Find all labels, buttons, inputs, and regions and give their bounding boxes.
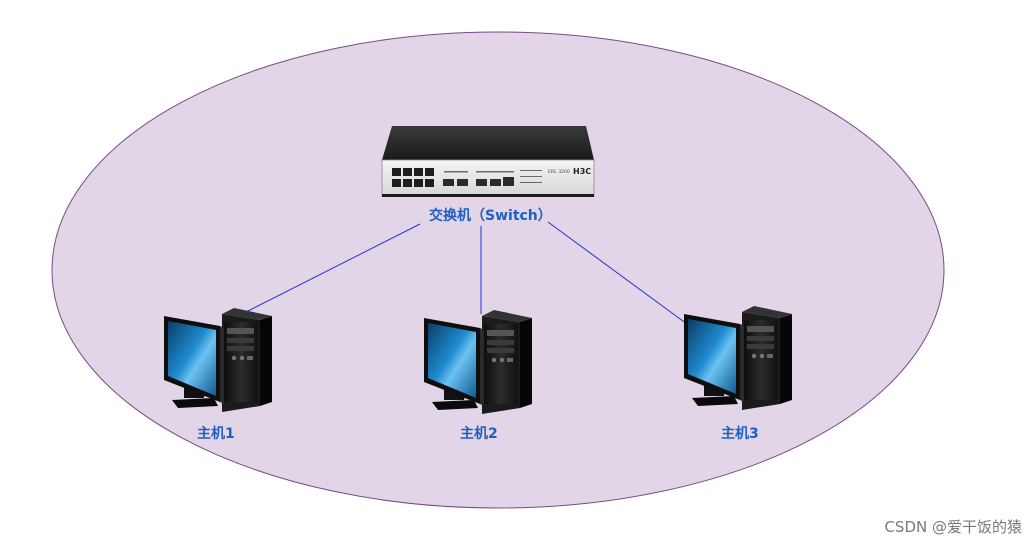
switch-label: 交换机（Switch） [429, 208, 552, 224]
switch-brand-logo: H3C [573, 167, 591, 176]
watermark-text: CSDN @爱干饭的猿 [884, 518, 1022, 536]
network-switch-icon[interactable]: ERC 3200 H3C [381, 126, 595, 197]
host1-label: 主机1 [197, 426, 235, 442]
host3-label: 主机3 [721, 426, 759, 442]
link-switch-host1 [245, 223, 421, 313]
link-switch-host3 [547, 221, 688, 325]
switch-model-text: ERC 3200 [548, 169, 570, 175]
host2-label: 主机2 [460, 426, 498, 442]
network-region-ellipse [51, 31, 945, 509]
